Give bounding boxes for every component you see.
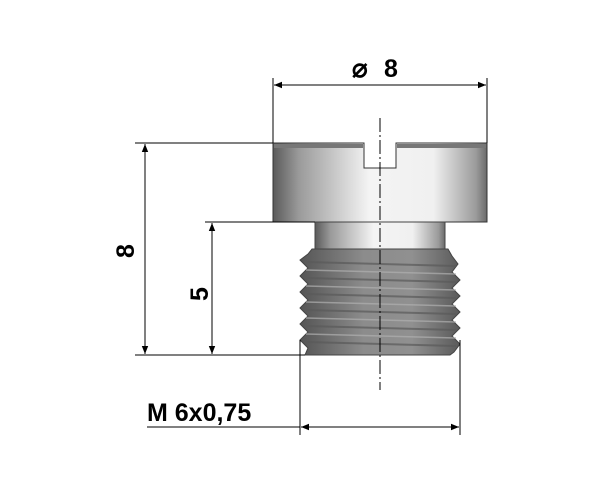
thread-bands bbox=[305, 261, 457, 347]
head-top-edge bbox=[274, 144, 363, 148]
diameter-symbol: ⌀ bbox=[352, 53, 368, 83]
diameter-dimension bbox=[272, 78, 488, 143]
jet-part bbox=[272, 142, 488, 356]
thread-dimension bbox=[147, 340, 461, 435]
thread-length-value: 5 bbox=[186, 287, 214, 301]
thread-spec-label: M 6x0,75 bbox=[147, 399, 251, 427]
head-top-edge bbox=[397, 144, 486, 148]
thread-length-dimension bbox=[205, 221, 315, 354]
height-value: 8 bbox=[112, 244, 140, 258]
height-dimension bbox=[135, 142, 305, 356]
diameter-value: 8 bbox=[384, 55, 398, 83]
